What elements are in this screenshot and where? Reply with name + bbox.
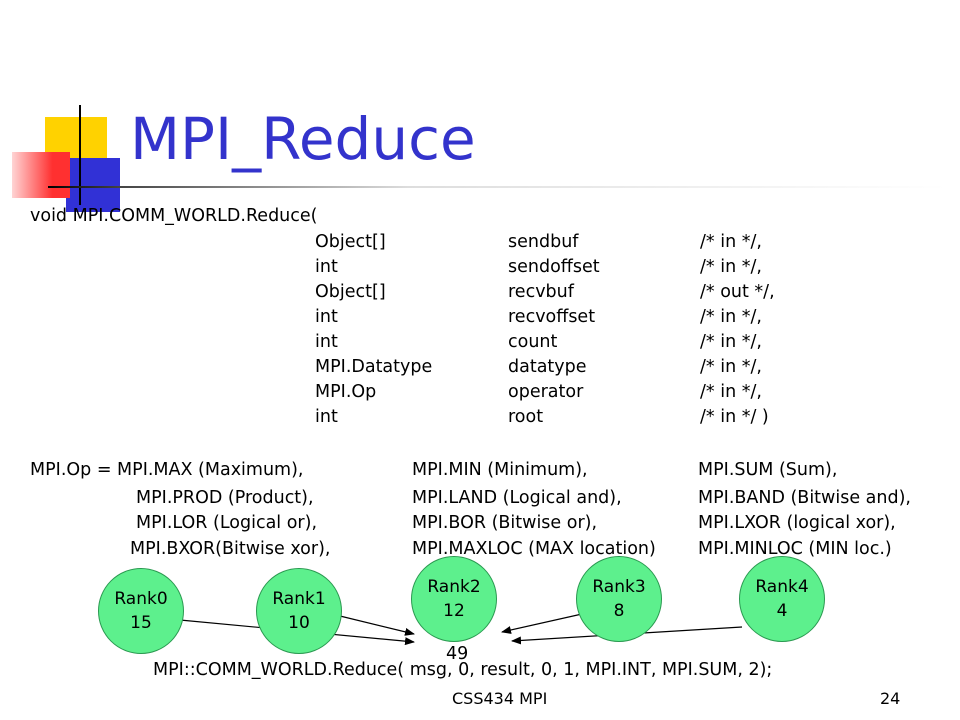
param-type: int [315,407,338,427]
rank-label: Rank4 [755,577,809,597]
op-item: MPI.BOR (Bitwise or), [412,513,598,533]
op-item: MPI.Op = MPI.MAX (Maximum), [30,460,304,480]
param-comment: /* in */, [700,382,762,402]
param-name: sendoffset [508,257,600,277]
param-type: int [315,307,338,327]
rank-value: 10 [288,613,310,633]
rank-node: Rank4 4 [739,556,825,642]
param-comment: /* in */, [700,232,762,252]
decor-red-square [12,152,70,198]
rank-label: Rank1 [272,589,326,609]
reduce-result: 49 [446,644,469,664]
param-type: Object[] [315,232,386,252]
op-item: MPI.LAND (Logical and), [412,488,622,508]
param-type: MPI.Datatype [315,357,433,377]
op-item: MPI.LXOR (logical xor), [698,513,896,533]
rank-value: 15 [130,613,152,633]
op-item: MPI.MIN (Minimum), [412,460,588,480]
rank-value: 8 [613,601,625,621]
rank-label: Rank3 [592,577,646,597]
rank-node: Rank3 8 [576,556,662,642]
op-item: MPI.LOR (Logical or), [136,513,318,533]
rank-label: Rank2 [427,577,481,597]
arrow-rank1 [339,615,415,636]
param-type: int [315,257,338,277]
op-item: MPI.PROD (Product), [136,488,314,508]
page-number: 24 [880,689,901,708]
op-item: MPI.BXOR(Bitwise xor), [130,539,331,559]
param-type: int [315,332,338,352]
param-comment: /* in */ ) [700,407,769,427]
param-comment: /* in */, [700,257,762,277]
rank-node: Rank1 10 [256,568,342,654]
rank-label: Rank0 [114,589,168,609]
param-comment: /* out */, [700,282,775,302]
signature-open: void MPI.COMM_WORLD.Reduce( [30,206,318,226]
arrow-rank3 [501,613,583,634]
footer-course: CSS434 MPI [452,689,548,708]
param-comment: /* in */, [700,307,762,327]
rank-value: 12 [443,601,465,621]
param-name: root [508,407,544,427]
param-comment: /* in */, [700,357,762,377]
param-name: sendbuf [508,232,579,252]
decor-horizontal-line [48,186,948,188]
decor-vertical-line [79,105,81,205]
param-name: datatype [508,357,587,377]
op-item: MPI.MINLOC (MIN loc.) [698,539,892,559]
slide-title: MPI_Reduce [130,105,476,173]
op-item: MPI.SUM (Sum), [698,460,838,480]
param-name: recvoffset [508,307,596,327]
param-type: MPI.Op [315,382,377,402]
param-name: operator [508,382,584,402]
decor-blue-square [66,158,120,212]
rank-node: Rank0 15 [98,568,184,654]
op-item: MPI.BAND (Bitwise and), [698,488,911,508]
op-item: MPI.MAXLOC (MAX location) [412,539,656,559]
reduce-call: MPI::COMM_WORLD.Reduce( msg, 0, result, … [153,660,773,680]
param-name: count [508,332,558,352]
param-name: recvbuf [508,282,574,302]
rank-node: Rank2 12 [411,556,497,642]
param-type: Object[] [315,282,386,302]
param-comment: /* in */, [700,332,762,352]
rank-value: 4 [776,601,788,621]
